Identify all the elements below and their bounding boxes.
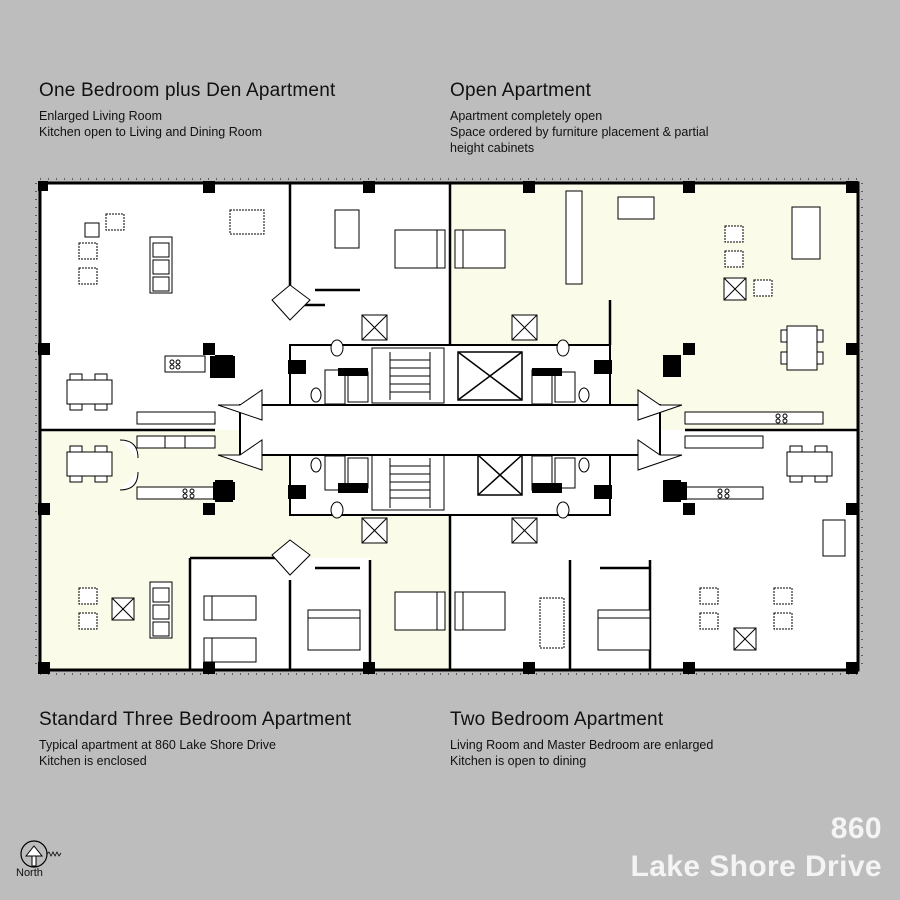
beds — [203, 229, 651, 663]
caption-title: Two Bedroom Apartment — [450, 709, 664, 730]
stairwells — [371, 347, 445, 511]
caption-line: Space ordered by furniture placement & p… — [450, 125, 709, 139]
caption-title: One Bedroom plus Den Apartment — [39, 80, 336, 101]
north-arrow-icon — [20, 840, 62, 868]
caption-line: Apartment completely open — [450, 109, 603, 123]
dining-tables — [66, 325, 833, 483]
kitchen-counters — [136, 355, 824, 500]
doors — [119, 284, 683, 576]
building-address: 860 Lake Shore Drive — [630, 810, 882, 886]
living-furniture — [78, 190, 846, 651]
caption-line: Typical apartment at 860 Lake Shore Driv… — [39, 738, 276, 752]
building-street: Lake Shore Drive — [630, 850, 882, 883]
caption-line: Kitchen open to Living and Dining Room — [39, 125, 263, 139]
caption-two-bedroom: Two Bedroom Apartment Living Room and Ma… — [450, 709, 830, 769]
caption-three-bedroom: Standard Three Bedroom Apartment Typical… — [39, 709, 419, 769]
caption-line: Kitchen is open to dining — [450, 754, 587, 768]
caption-title: Open Apartment — [450, 80, 592, 101]
caption-open-apartment: Open Apartment Apartment completely open… — [450, 80, 780, 156]
caption-one-bedroom-den: One Bedroom plus Den Apartment Enlarged … — [39, 80, 419, 140]
bathrooms — [310, 314, 590, 544]
north-label: North — [16, 867, 43, 879]
caption-line: Enlarged Living Room — [39, 109, 162, 123]
caption-line: Kitchen is enclosed — [39, 754, 147, 768]
central-corridor — [239, 404, 661, 456]
caption-title: Standard Three Bedroom Apartment — [39, 709, 352, 730]
elevator-shafts — [457, 351, 523, 496]
caption-line: Living Room and Master Bedroom are enlar… — [450, 738, 714, 752]
building-number: 860 — [830, 812, 882, 845]
caption-line: height cabinets — [450, 141, 535, 155]
